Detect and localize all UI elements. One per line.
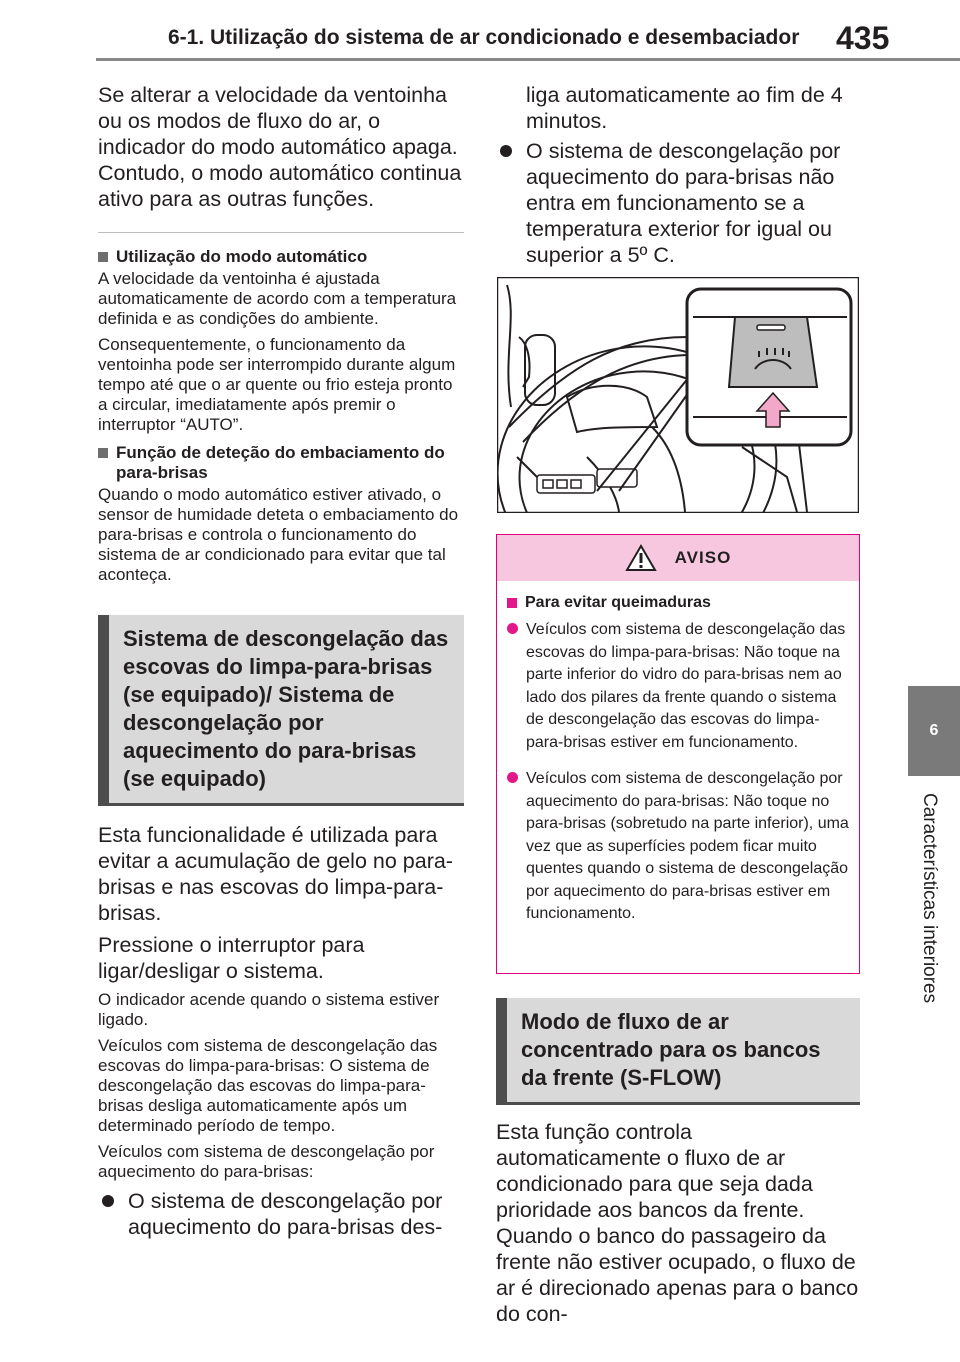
warning-title: AVISO [674, 548, 732, 567]
auto-mode-paragraph-1: A velocidade da ventoinha é ajustada aut… [98, 269, 457, 328]
right-column-top: liga automaticamente ao fim de 4 minutos… [496, 82, 860, 268]
auto-mode-paragraph-2: Consequentemente, o funcionamento da ven… [98, 335, 456, 434]
chapter-side-label: Características interiores [919, 793, 940, 1004]
right-column-bottom: Modo de fluxo de ar concentrado para os … [496, 998, 860, 1327]
section-divider [98, 232, 464, 233]
defroster-paragraph-2: Pressione o interruptor para ligar/desli… [98, 933, 365, 983]
bullet-dot-icon [507, 772, 518, 783]
fog-detection-paragraph: Quando o modo automático estiver ativado… [98, 485, 459, 584]
square-bullet-icon [98, 252, 108, 262]
warning-subheading: Para evitar queimaduras [507, 593, 849, 613]
left-column: Se alterar a velocidade da ventoinha ou … [98, 82, 464, 1240]
windshield-heater-note: Veículos com sistema de descongelação po… [98, 1142, 435, 1181]
page-number: 435 [836, 20, 890, 56]
steering-wheel-defroster-illustration [497, 277, 859, 513]
section-title-defroster: Sistema de descongelação das escovas do … [98, 615, 464, 806]
defroster-paragraph-1: Esta funcionalidade é utilizada para evi… [98, 823, 453, 925]
bullet-item: O sistema de descongelação por aquecimen… [98, 1188, 464, 1240]
section-title-s-flow: Modo de fluxo de ar concentrado para os … [496, 998, 860, 1105]
indicator-note: O indicador acende quando o sistema esti… [98, 990, 440, 1029]
page-header: 6-1. Utilização do sistema de ar condici… [0, 0, 960, 64]
bullet-continuation: liga automaticamente ao fim de 4 minutos… [526, 83, 843, 133]
bullet-item: O sistema de descongelação por aquecimen… [496, 138, 860, 268]
warning-triangle-icon [624, 544, 657, 571]
bullet-dot-icon [500, 145, 512, 157]
header-divider [96, 58, 960, 61]
bullet-dot-icon [102, 1195, 114, 1207]
square-bullet-icon [98, 448, 108, 458]
square-bullet-icon [507, 598, 517, 608]
warning-box: AVISO Para evitar queimaduras Veículos c… [496, 534, 860, 974]
warning-item: Veículos com sistema de descongelação po… [507, 768, 849, 926]
wiper-deicer-note: Veículos com sistema de descongelação da… [98, 1036, 438, 1135]
warning-header: AVISO [497, 535, 859, 581]
bullet-dot-icon [507, 623, 518, 634]
subheading-auto-mode: Utilização do modo automático [98, 247, 464, 267]
s-flow-paragraph: Esta função controla automaticamente o f… [496, 1120, 859, 1326]
subheading-fog-detection: Função de deteção do embaciamento do par… [98, 443, 464, 483]
chapter-tab: 6 [908, 686, 960, 776]
intro-paragraph: Se alterar a velocidade da ventoinha ou … [98, 83, 462, 211]
chapter-title: 6-1. Utilização do sistema de ar condici… [168, 26, 800, 49]
warning-item: Veículos com sistema de descongelação da… [507, 619, 849, 754]
